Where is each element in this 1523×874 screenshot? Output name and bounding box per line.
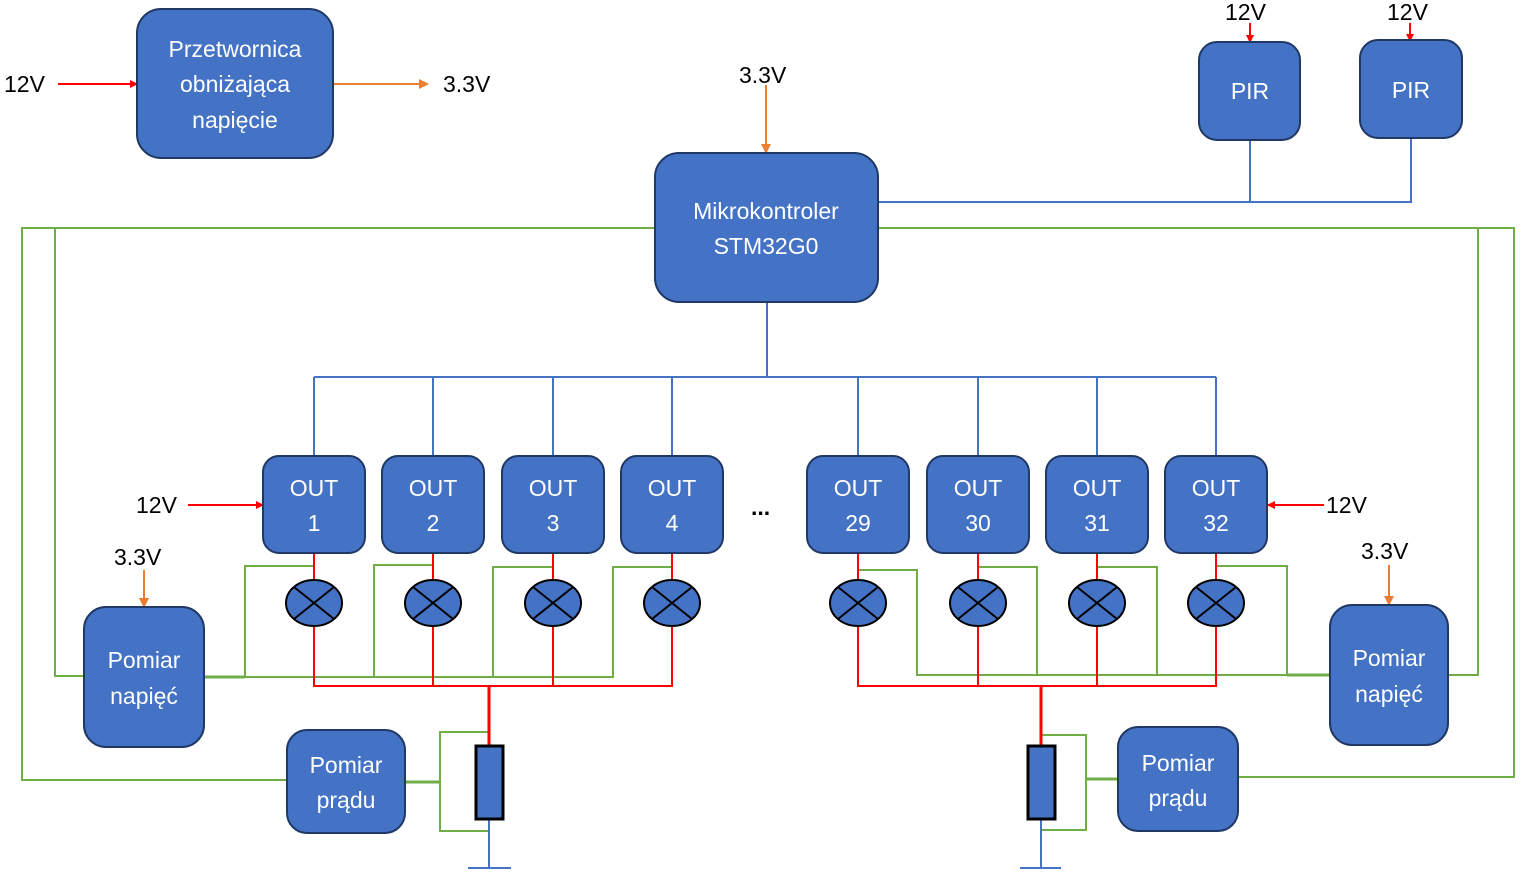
voltage-tap-out31 — [1096, 566, 1287, 676]
output-block-30-line-1: OUT — [954, 475, 1003, 501]
voltage-tap-out2 — [245, 564, 434, 678]
output-block-30: OUT 30 — [926, 455, 1030, 554]
current-meas-left-block: Pomiar prądu — [286, 729, 406, 834]
ellipsis: ... — [751, 494, 770, 520]
voltage-meas-right-line-1: Pomiar — [1353, 645, 1426, 671]
output-block-3-line-1: OUT — [529, 475, 578, 501]
pir1-supply-label: 12V — [1225, 0, 1267, 25]
current-meas-right-block: Pomiar prądu — [1117, 726, 1239, 832]
outputs-supply-left-label: 12V — [136, 492, 178, 518]
power-arrows — [58, 23, 1414, 608]
load-wires — [313, 553, 1217, 747]
output-block-2: OUT 2 — [381, 455, 485, 554]
load-return-left-c — [489, 625, 673, 687]
pir-2-label: PIR — [1392, 77, 1430, 103]
voltage-tap-out3 — [374, 566, 554, 678]
converter-line-1: Przetwornica — [169, 36, 302, 62]
voltage-meas-left-line-2: napięć — [110, 683, 178, 709]
signal-wires — [313, 138, 1412, 869]
voltage-meas-right-block: Pomiar napięć — [1329, 604, 1449, 746]
mcu-block: Mikrokontroler STM32G0 — [654, 152, 879, 303]
mcu-line-2: STM32G0 — [714, 233, 819, 259]
current-meas-left-line-1: Pomiar — [310, 752, 383, 778]
pir2-supply-label: 12V — [1387, 0, 1429, 25]
lamp-icon — [949, 579, 1007, 627]
output-block-3: OUT 3 — [501, 455, 605, 554]
output-block-4-line-2: 4 — [666, 510, 679, 536]
shunt-sense-right — [1041, 734, 1087, 831]
converter-block: Przetwornica obniżająca napięcie — [136, 8, 334, 159]
lamp-icon — [643, 579, 701, 627]
output-block-32-line-2: 32 — [1203, 510, 1229, 536]
shunt-resistor-right — [1026, 744, 1057, 821]
voltage-meas-right-line-2: napięć — [1355, 681, 1423, 707]
pir-sensor-1: PIR — [1198, 41, 1301, 141]
current-meas-left-line-2: prądu — [317, 787, 376, 813]
output-block-30-line-2: 30 — [965, 510, 991, 536]
load-return-left-a — [313, 625, 434, 687]
voltage-meas-left-block: Pomiar napięć — [83, 606, 205, 748]
lamp-icon — [1187, 579, 1245, 627]
output-block-2-line-1: OUT — [409, 475, 458, 501]
output-block-29-line-1: OUT — [834, 475, 883, 501]
load-return-right-a — [857, 625, 1217, 687]
current-meas-right-line-1: Pomiar — [1142, 750, 1215, 776]
output-block-4: OUT 4 — [620, 455, 724, 554]
voltage-tap-out30 — [977, 566, 1157, 676]
output-block-1-line-2: 1 — [308, 510, 321, 536]
wire-pir1-to-mcu — [878, 140, 1251, 203]
wire-mcu-to-voltage-meas-left — [54, 227, 655, 677]
output-block-1: OUT 1 — [262, 455, 366, 554]
lamp-icon — [829, 579, 887, 627]
output-block-2-line-2: 2 — [427, 510, 440, 536]
outputs-supply-right-label: 12V — [1326, 492, 1368, 518]
output-block-29: OUT 29 — [806, 455, 910, 554]
shunt-resistor-left — [474, 744, 505, 821]
lamp-icon — [404, 579, 462, 627]
converter-line-3: napięcie — [192, 107, 278, 133]
output-block-3-line-2: 3 — [547, 510, 560, 536]
output-block-29-line-2: 29 — [845, 510, 871, 536]
converter-output-label: 3.3V — [443, 71, 491, 97]
mcu-supply-label: 3.3V — [739, 62, 787, 88]
voltage-tap-out29 — [857, 569, 1037, 676]
voltage-meas-right-supply-label: 3.3V — [1361, 538, 1409, 564]
voltage-meas-left-supply-label: 3.3V — [114, 544, 162, 570]
output-block-4-line-1: OUT — [648, 475, 697, 501]
converter-line-2: obniżająca — [180, 71, 290, 97]
output-block-31: OUT 31 — [1045, 455, 1149, 554]
converter-input-label: 12V — [4, 71, 46, 97]
mcu-line-1: Mikrokontroler — [693, 198, 839, 224]
pir-1-label: PIR — [1231, 78, 1269, 104]
pir-sensor-2: PIR — [1359, 39, 1463, 139]
output-block-32: OUT 32 — [1164, 455, 1268, 554]
voltage-meas-left-line-1: Pomiar — [108, 647, 181, 673]
lamp-icon — [1068, 579, 1126, 627]
wire-pir2-to-mcu — [1250, 138, 1412, 203]
output-block-1-line-1: OUT — [290, 475, 339, 501]
lamp-icon — [285, 579, 343, 627]
output-block-31-line-1: OUT — [1073, 475, 1122, 501]
output-block-32-line-1: OUT — [1192, 475, 1241, 501]
output-block-31-line-2: 31 — [1084, 510, 1110, 536]
voltage-tap-out4 — [493, 566, 673, 678]
wire-mcu-to-voltage-meas-right — [878, 227, 1479, 676]
current-meas-right-line-2: prądu — [1149, 785, 1208, 811]
lamp-icon — [524, 579, 582, 627]
